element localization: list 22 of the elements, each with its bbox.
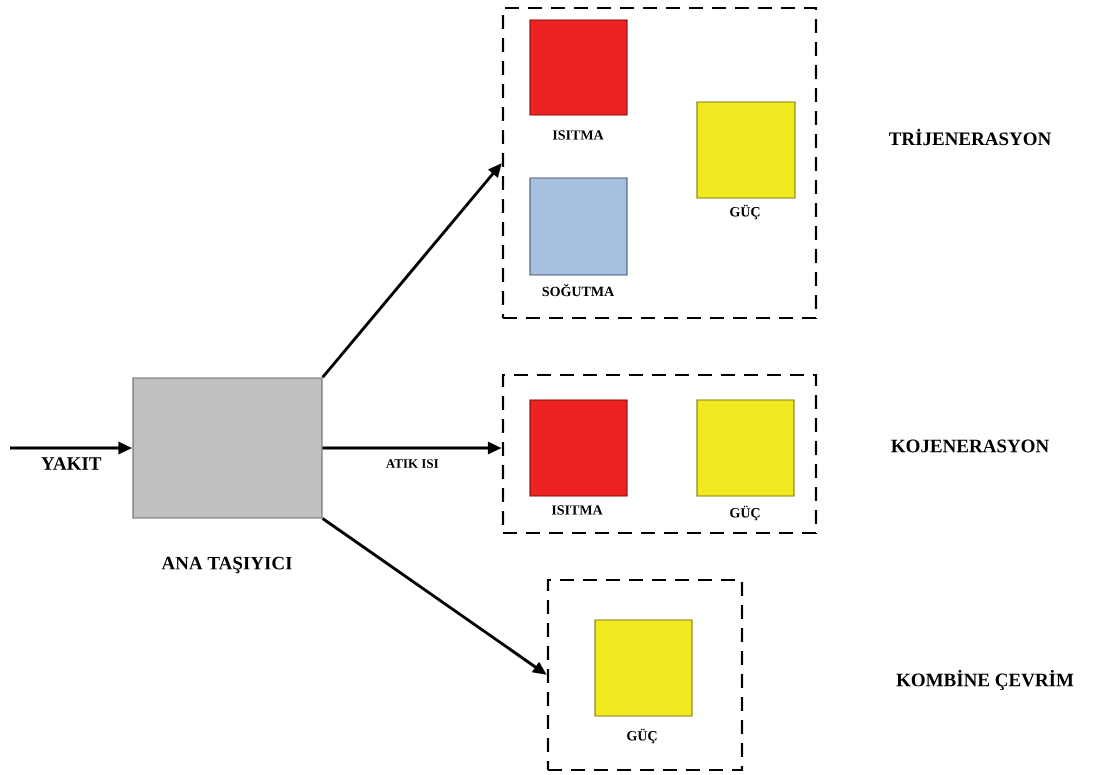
output-square: ISITMA: [529, 19, 628, 140]
carrier-box: ANA TAŞIYICI: [132, 377, 323, 574]
system-label: TRİJENERASYON: [889, 128, 1052, 146]
dashed-group-box: [501, 373, 818, 535]
dashed-group-box: [501, 6, 818, 320]
node-label: ISITMA: [551, 505, 603, 515]
output-square: ISITMA: [529, 399, 628, 515]
node-label: GÜÇ: [730, 505, 760, 521]
system-label: KOMBİNE ÇEVRİM: [896, 669, 1074, 691]
system-label: KOJENERASYON: [891, 439, 1049, 453]
node-label: ANA TAŞIYICI: [161, 556, 292, 574]
node-label: GÜÇ: [730, 204, 760, 220]
node-label: SOĞUTMA: [542, 283, 615, 297]
output-square: SOĞUTMA: [529, 177, 628, 297]
edge-label: YAKIT: [39, 456, 103, 471]
output-square: GÜÇ: [696, 101, 796, 220]
node-label: ISITMA: [552, 130, 604, 140]
dashed-group-box: [546, 578, 744, 772]
node-label: GÜÇ: [627, 728, 657, 744]
output-square: GÜÇ: [696, 399, 795, 521]
edge-label: ATIK ISI: [384, 458, 440, 469]
output-square: GÜÇ: [594, 619, 693, 744]
